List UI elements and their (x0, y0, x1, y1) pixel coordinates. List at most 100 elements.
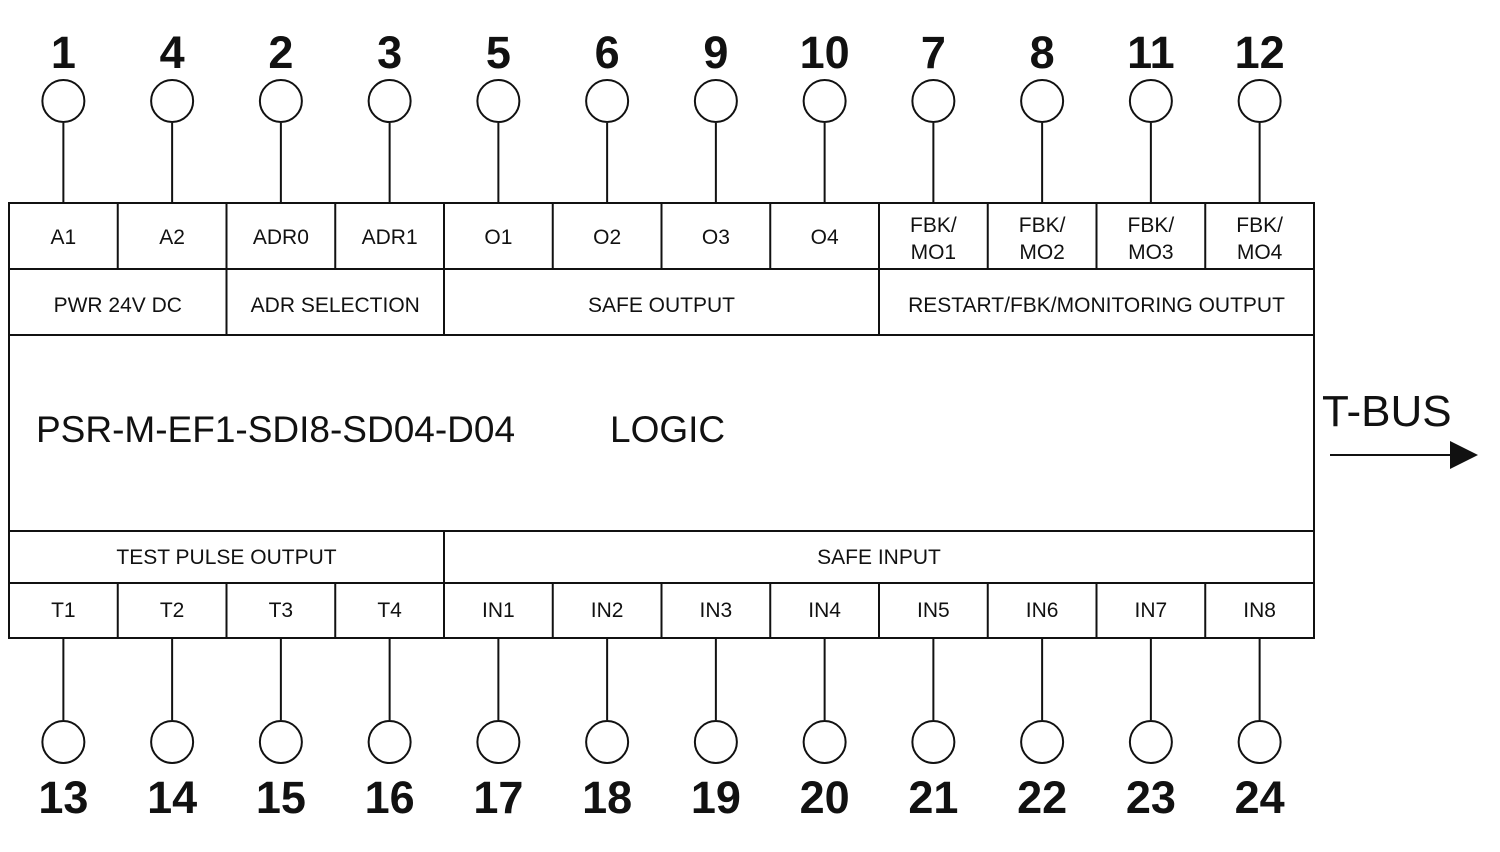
terminal-number: 2 (268, 27, 293, 78)
terminal-screw-icon (476, 79, 521, 123)
terminal-label: IN1 (482, 599, 515, 622)
terminal-number: 22 (1017, 772, 1067, 823)
terminal-number: 24 (1235, 772, 1285, 823)
terminal-number: 1 (51, 27, 76, 78)
terminal-label: IN2 (591, 599, 624, 622)
terminal-label: IN4 (808, 599, 841, 622)
bottom-terminal: IN4 20 (800, 599, 850, 823)
top-terminal: 9O3 (693, 27, 738, 249)
terminal-label: IN3 (700, 599, 733, 622)
terminal-label-line: MO1 (911, 241, 957, 264)
terminal-screw-icon (150, 79, 195, 123)
terminal-screw-icon (1237, 720, 1282, 764)
terminal-number: 7 (921, 27, 946, 78)
terminal-screw-icon (41, 79, 86, 123)
bottom-terminal: IN2 18 (582, 599, 632, 823)
terminal-screw-icon (1020, 79, 1065, 123)
terminal-screw-icon (693, 79, 738, 123)
terminal-number: 3 (377, 27, 402, 78)
arrow-right-icon (1450, 441, 1478, 469)
terminal-screw-icon (150, 720, 195, 764)
terminal-number: 9 (703, 27, 728, 78)
bottom-terminal: IN3 19 (691, 599, 741, 823)
terminal-number: 12 (1235, 27, 1285, 78)
terminal-screw-icon (585, 79, 630, 123)
terminal-number: 8 (1030, 27, 1055, 78)
top-terminal: 6O2 (585, 27, 630, 249)
bottom-group-label: TEST PULSE OUTPUT (116, 546, 336, 569)
terminal-number: 19 (691, 772, 741, 823)
terminal-number: 16 (365, 772, 415, 823)
top-group-label: ADR SELECTION (251, 294, 420, 317)
terminal-label: A2 (159, 226, 185, 249)
bottom-group-label: SAFE INPUT (817, 546, 941, 569)
terminal-number: 23 (1126, 772, 1176, 823)
terminal-label: O3 (702, 226, 730, 249)
terminal-number: 20 (800, 772, 850, 823)
terminal-screw-icon (41, 720, 86, 764)
terminal-label: A1 (51, 226, 77, 249)
t-bus-connector: T-BUS (1322, 387, 1478, 469)
terminal-number: 15 (256, 772, 306, 823)
module-model-label: PSR-M-EF1-SDI8-SD04-D04 (36, 409, 515, 450)
terminal-label: IN8 (1243, 599, 1276, 622)
terminal-number: 5 (486, 27, 511, 78)
bottom-terminal: T2 14 (147, 599, 197, 823)
terminal-screw-icon (1237, 79, 1282, 123)
terminal-label: IN7 (1135, 599, 1168, 622)
terminal-label-line: FBK/ (910, 214, 957, 237)
terminal-label: O2 (593, 226, 621, 249)
bottom-terminal: T1 13 (38, 599, 88, 823)
module-function-label: LOGIC (610, 409, 725, 450)
terminal-label: T1 (51, 599, 76, 622)
terminal-screw-icon (802, 79, 847, 123)
top-group-label: PWR 24V DC (54, 294, 182, 317)
top-group-label: SAFE OUTPUT (588, 294, 735, 317)
terminal-label-line: MO2 (1019, 241, 1065, 264)
terminal-screw-icon (367, 720, 412, 764)
terminal-number: 11 (1127, 27, 1175, 78)
top-groups: PWR 24V DC ADR SELECTION SAFE OUTPUT RESTAR… (54, 294, 1286, 317)
terminal-label-line: FBK/ (1128, 214, 1175, 237)
terminal-screw-icon (258, 720, 303, 764)
terminal-label: O1 (484, 226, 512, 249)
terminal-label: IN5 (917, 599, 950, 622)
terminal-screw-icon (911, 79, 956, 123)
bottom-terminal: IN8 24 (1235, 599, 1285, 823)
terminal-number: 4 (160, 27, 185, 78)
terminal-screw-icon (367, 79, 412, 123)
terminal-screw-icon (693, 720, 738, 764)
top-group-label: RESTART/FBK/MONITORING OUTPUT (908, 294, 1285, 317)
bottom-cell-dividers (116, 583, 1207, 638)
terminal-screw-icon (802, 720, 847, 764)
top-terminal: 5O1 (476, 27, 521, 249)
top-terminal: 1A1 (41, 27, 86, 249)
top-terminal: 4A2 (150, 27, 195, 249)
terminal-screw-icon (1128, 79, 1173, 123)
terminal-label: T2 (160, 599, 185, 622)
terminal-label-line: FBK/ (1019, 214, 1066, 237)
terminal-number: 17 (473, 772, 523, 823)
terminal-number: 14 (147, 772, 197, 823)
terminal-label: IN6 (1026, 599, 1059, 622)
terminal-number: 18 (582, 772, 632, 823)
bottom-groups: TEST PULSE OUTPUT SAFE INPUT (116, 546, 941, 569)
bottom-terminals: T113T214T315T416IN117IN218IN319IN420IN52… (38, 599, 1284, 823)
terminal-label: ADR0 (253, 226, 309, 249)
terminal-screw-icon (476, 720, 521, 764)
terminal-screw-icon (1020, 720, 1065, 764)
terminal-number: 6 (595, 27, 620, 78)
terminal-number: 13 (38, 772, 88, 823)
terminal-number: 10 (800, 27, 850, 78)
terminal-label-line: MO4 (1237, 241, 1283, 264)
